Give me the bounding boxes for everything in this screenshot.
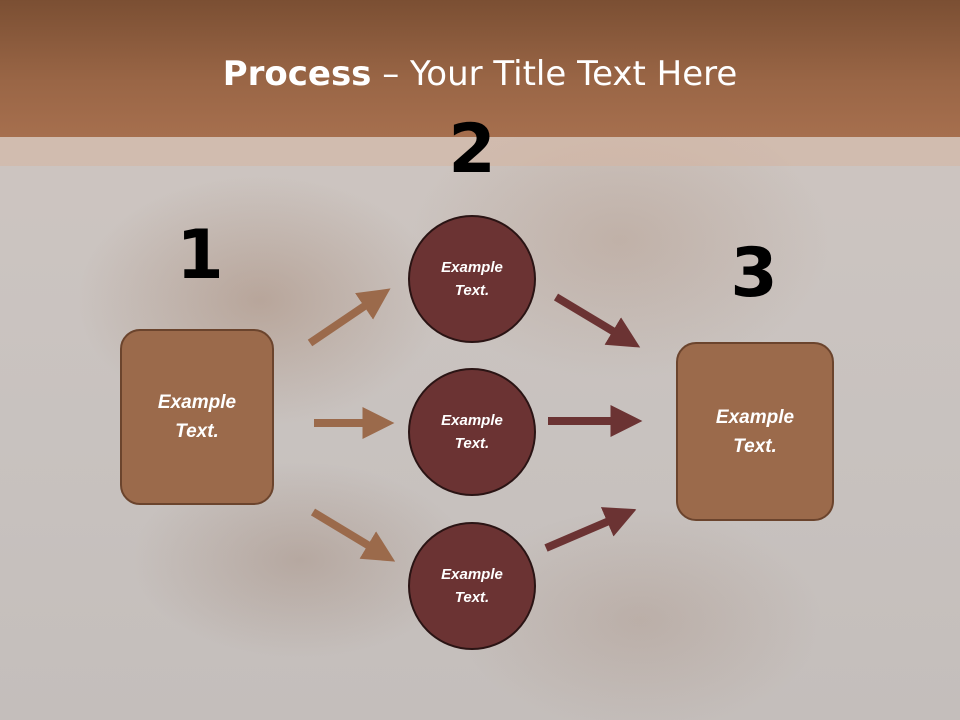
right-box-text: Example Text. [715,406,795,457]
step-number-1: 1 [176,216,224,295]
circle-middle-text: Example Text. [441,412,503,452]
left-box-text: Example Text. [157,392,237,442]
circle-top-text: Example Text. [441,259,503,299]
circle-top: Example Text. [408,215,536,343]
header-underband [0,137,960,166]
arrow-bottom-to-right [544,507,637,552]
arrow-top-to-right [553,293,641,348]
header-band [0,0,960,137]
circle-middle: Example Text. [408,368,536,496]
step-number-2: 2 [448,110,496,189]
arrow-left-to-bottom [310,508,396,562]
slide-title: Process – Your Title Text Here [0,52,960,96]
step-number-3: 3 [730,234,778,313]
title-rest: – Your Title Text Here [371,54,738,94]
circle-bottom-text: Example Text. [441,566,503,606]
arrow-left-to-top [307,288,391,347]
left-box: Example Text. [120,329,274,505]
right-box: Example Text. [676,342,834,521]
title-bold: Process [222,54,372,94]
circle-bottom: Example Text. [408,522,536,650]
